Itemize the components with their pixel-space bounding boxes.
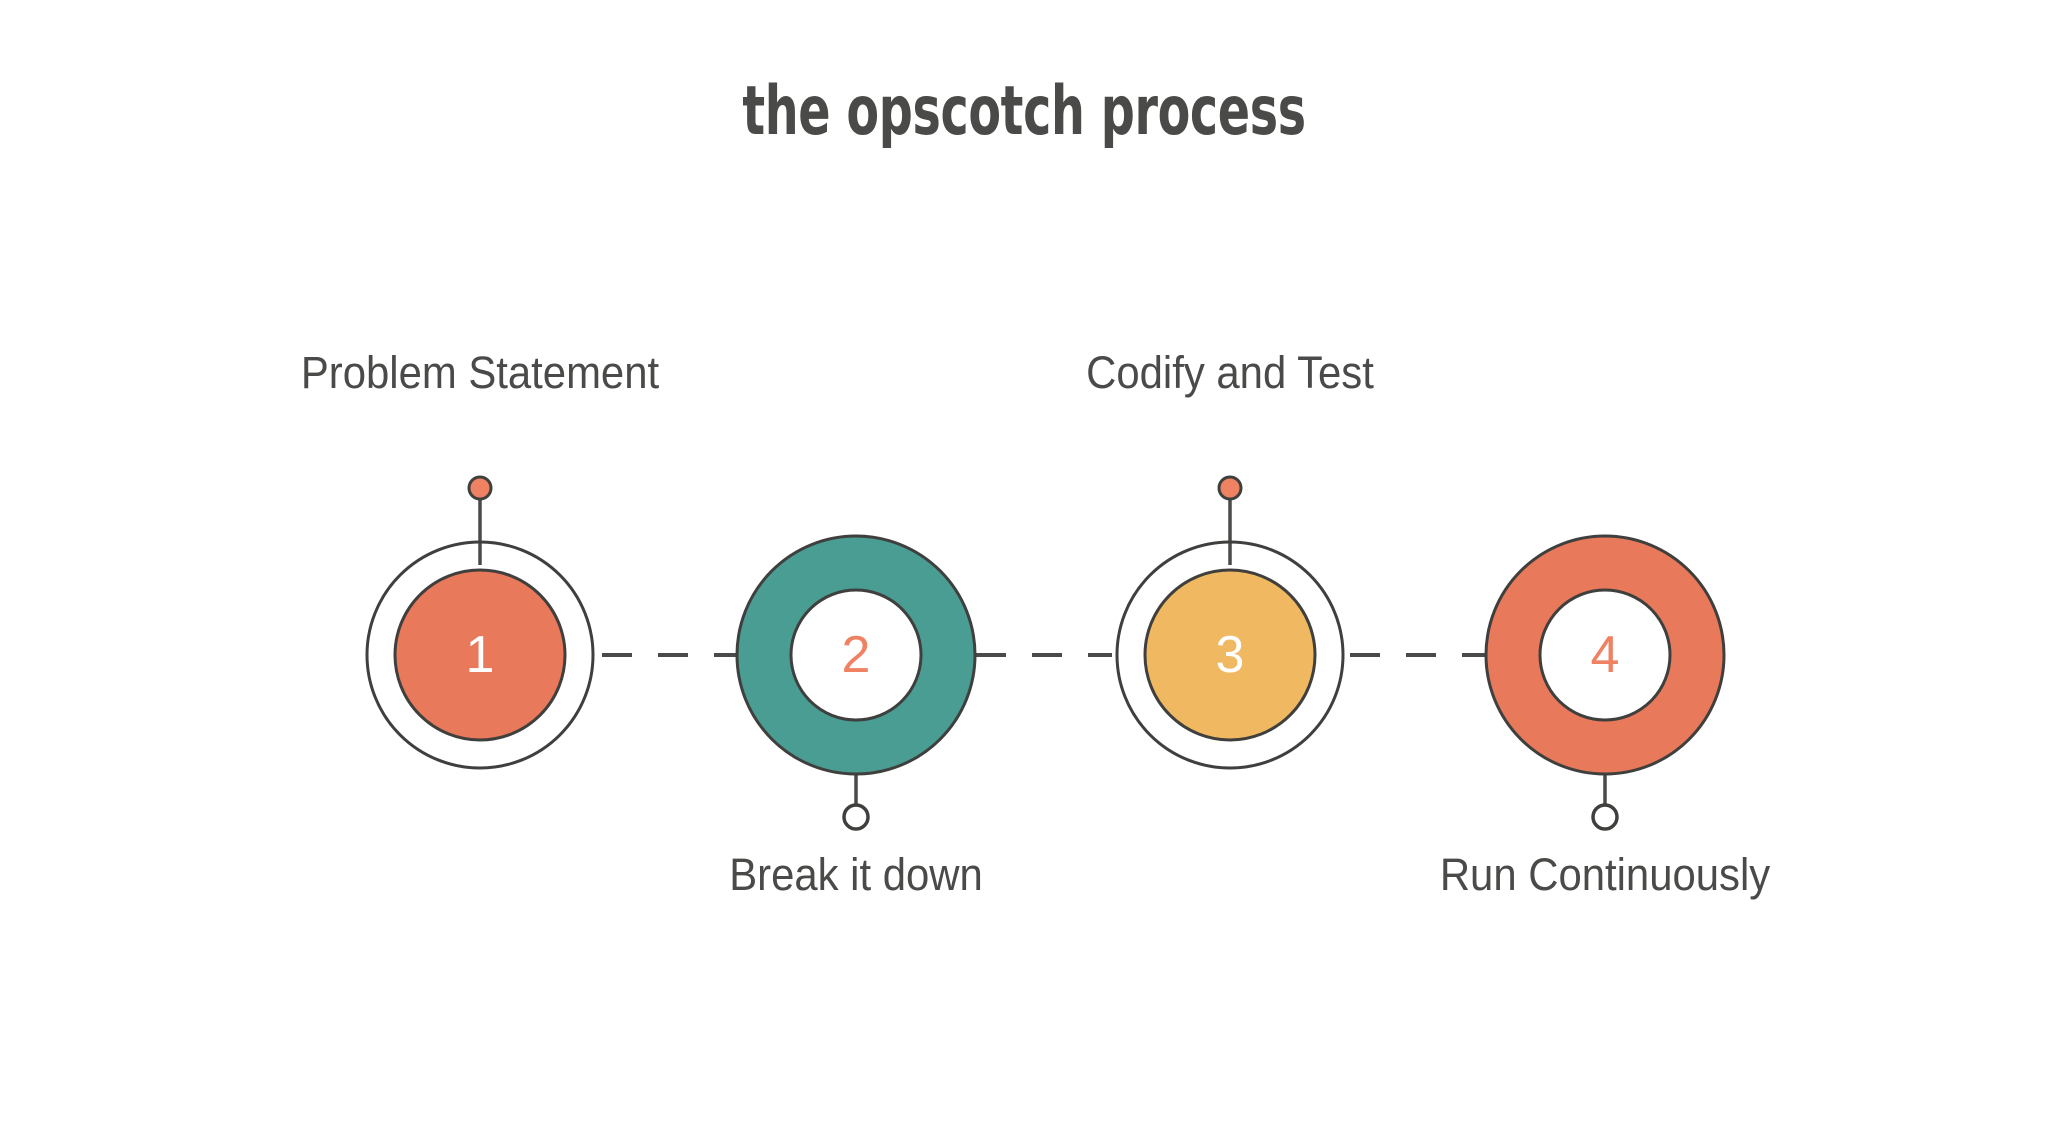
step-node-3[interactable] — [1115, 475, 1345, 770]
step-2-pin-dot — [842, 803, 870, 831]
step-2-inner-edge — [789, 588, 923, 722]
step-4-inner-edge — [1538, 588, 1672, 722]
step-3-inner-disc — [1143, 568, 1317, 742]
step-3-pin-dot — [1217, 475, 1243, 501]
step-3-outer-ring — [1115, 540, 1345, 770]
step-1-pin-dot — [467, 475, 493, 501]
step-3-label: Codify and Test — [1086, 347, 1374, 398]
step-2-label: Break it down — [729, 849, 983, 900]
step-4-number: 4 — [1591, 626, 1620, 684]
step-node-2[interactable] — [735, 534, 977, 831]
step-4-label: Run Continuously — [1439, 849, 1771, 900]
step-2-outer-edge — [735, 534, 977, 776]
step-2-ring-band — [737, 536, 975, 774]
step-4-ring-band — [1486, 536, 1724, 774]
page-title: the opscotch process — [742, 72, 1306, 151]
step-4-pin-dot — [1591, 803, 1619, 831]
step-2-number: 2 — [842, 626, 871, 684]
step-node-1[interactable] — [365, 475, 595, 770]
step-3-number: 3 — [1216, 626, 1245, 684]
step-1-inner-disc — [393, 568, 567, 742]
step-node-4[interactable] — [1484, 534, 1726, 831]
step-4-outer-edge — [1484, 534, 1726, 776]
step-1-number: 1 — [466, 626, 495, 684]
step-1-outer-ring — [365, 540, 595, 770]
step-1-label: Problem Statement — [300, 347, 660, 398]
